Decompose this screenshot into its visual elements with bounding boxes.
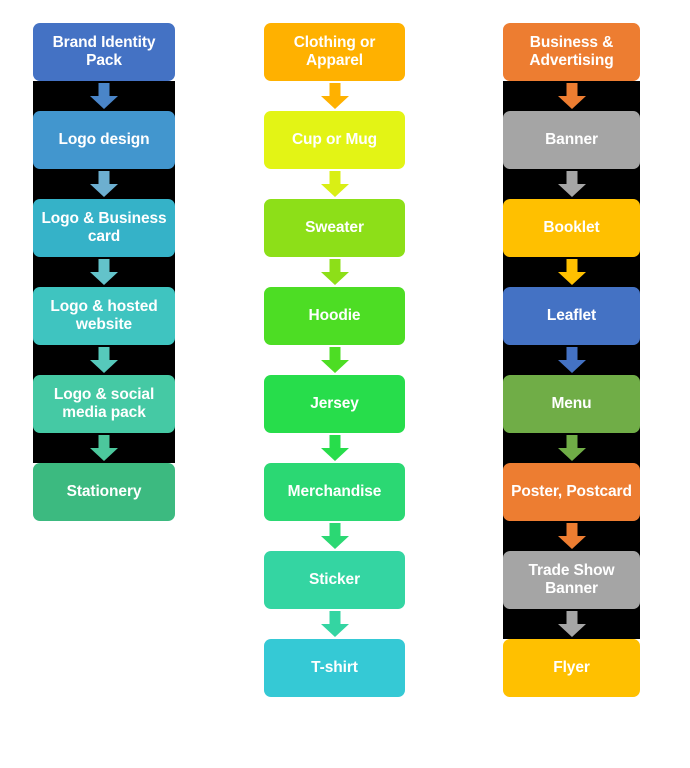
flow-arrow-down-icon: [503, 609, 640, 639]
flow-arrow-down-icon: [33, 257, 175, 287]
flow-arrow-down-icon: [264, 81, 405, 111]
flow-arrow-down-icon: [33, 169, 175, 199]
flow-arrow-down-icon: [33, 81, 175, 111]
flow-node[interactable]: Poster, Postcard: [503, 463, 640, 521]
flow-arrow-down-icon: [503, 521, 640, 551]
flow-arrow-down-icon: [503, 257, 640, 287]
flow-node[interactable]: Stationery: [33, 463, 175, 521]
flow-node[interactable]: Cup or Mug: [264, 111, 405, 169]
flow-arrow-down-icon: [503, 81, 640, 111]
flow-arrow-down-icon: [264, 169, 405, 199]
flow-node[interactable]: Logo & social media pack: [33, 375, 175, 433]
flow-arrow-down-icon: [503, 169, 640, 199]
flow-arrow-down-icon: [503, 345, 640, 375]
flow-arrow-down-icon: [264, 345, 405, 375]
flow-node[interactable]: Booklet: [503, 199, 640, 257]
flow-arrow-down-icon: [264, 609, 405, 639]
flow-node[interactable]: Leaflet: [503, 287, 640, 345]
flow-arrow-down-icon: [264, 257, 405, 287]
flow-node[interactable]: Business & Advertising: [503, 23, 640, 81]
flow-node[interactable]: T-shirt: [264, 639, 405, 697]
flow-arrow-down-icon: [264, 433, 405, 463]
flow-arrow-down-icon: [264, 521, 405, 551]
flow-node[interactable]: Brand Identity Pack: [33, 23, 175, 81]
flow-node[interactable]: Hoodie: [264, 287, 405, 345]
flow-arrow-down-icon: [33, 433, 175, 463]
flow-node[interactable]: Flyer: [503, 639, 640, 697]
flow-arrow-down-icon: [503, 433, 640, 463]
flow-node[interactable]: Trade Show Banner: [503, 551, 640, 609]
flow-node[interactable]: Clothing or Apparel: [264, 23, 405, 81]
flow-node[interactable]: Logo & hosted website: [33, 287, 175, 345]
flow-node[interactable]: Menu: [503, 375, 640, 433]
flow-node[interactable]: Jersey: [264, 375, 405, 433]
flow-node[interactable]: Sticker: [264, 551, 405, 609]
flow-node[interactable]: Merchandise: [264, 463, 405, 521]
flow-node[interactable]: Logo & Business card: [33, 199, 175, 257]
flow-node[interactable]: Logo design: [33, 111, 175, 169]
flow-node[interactable]: Banner: [503, 111, 640, 169]
flow-arrow-down-icon: [33, 345, 175, 375]
flow-node[interactable]: Sweater: [264, 199, 405, 257]
